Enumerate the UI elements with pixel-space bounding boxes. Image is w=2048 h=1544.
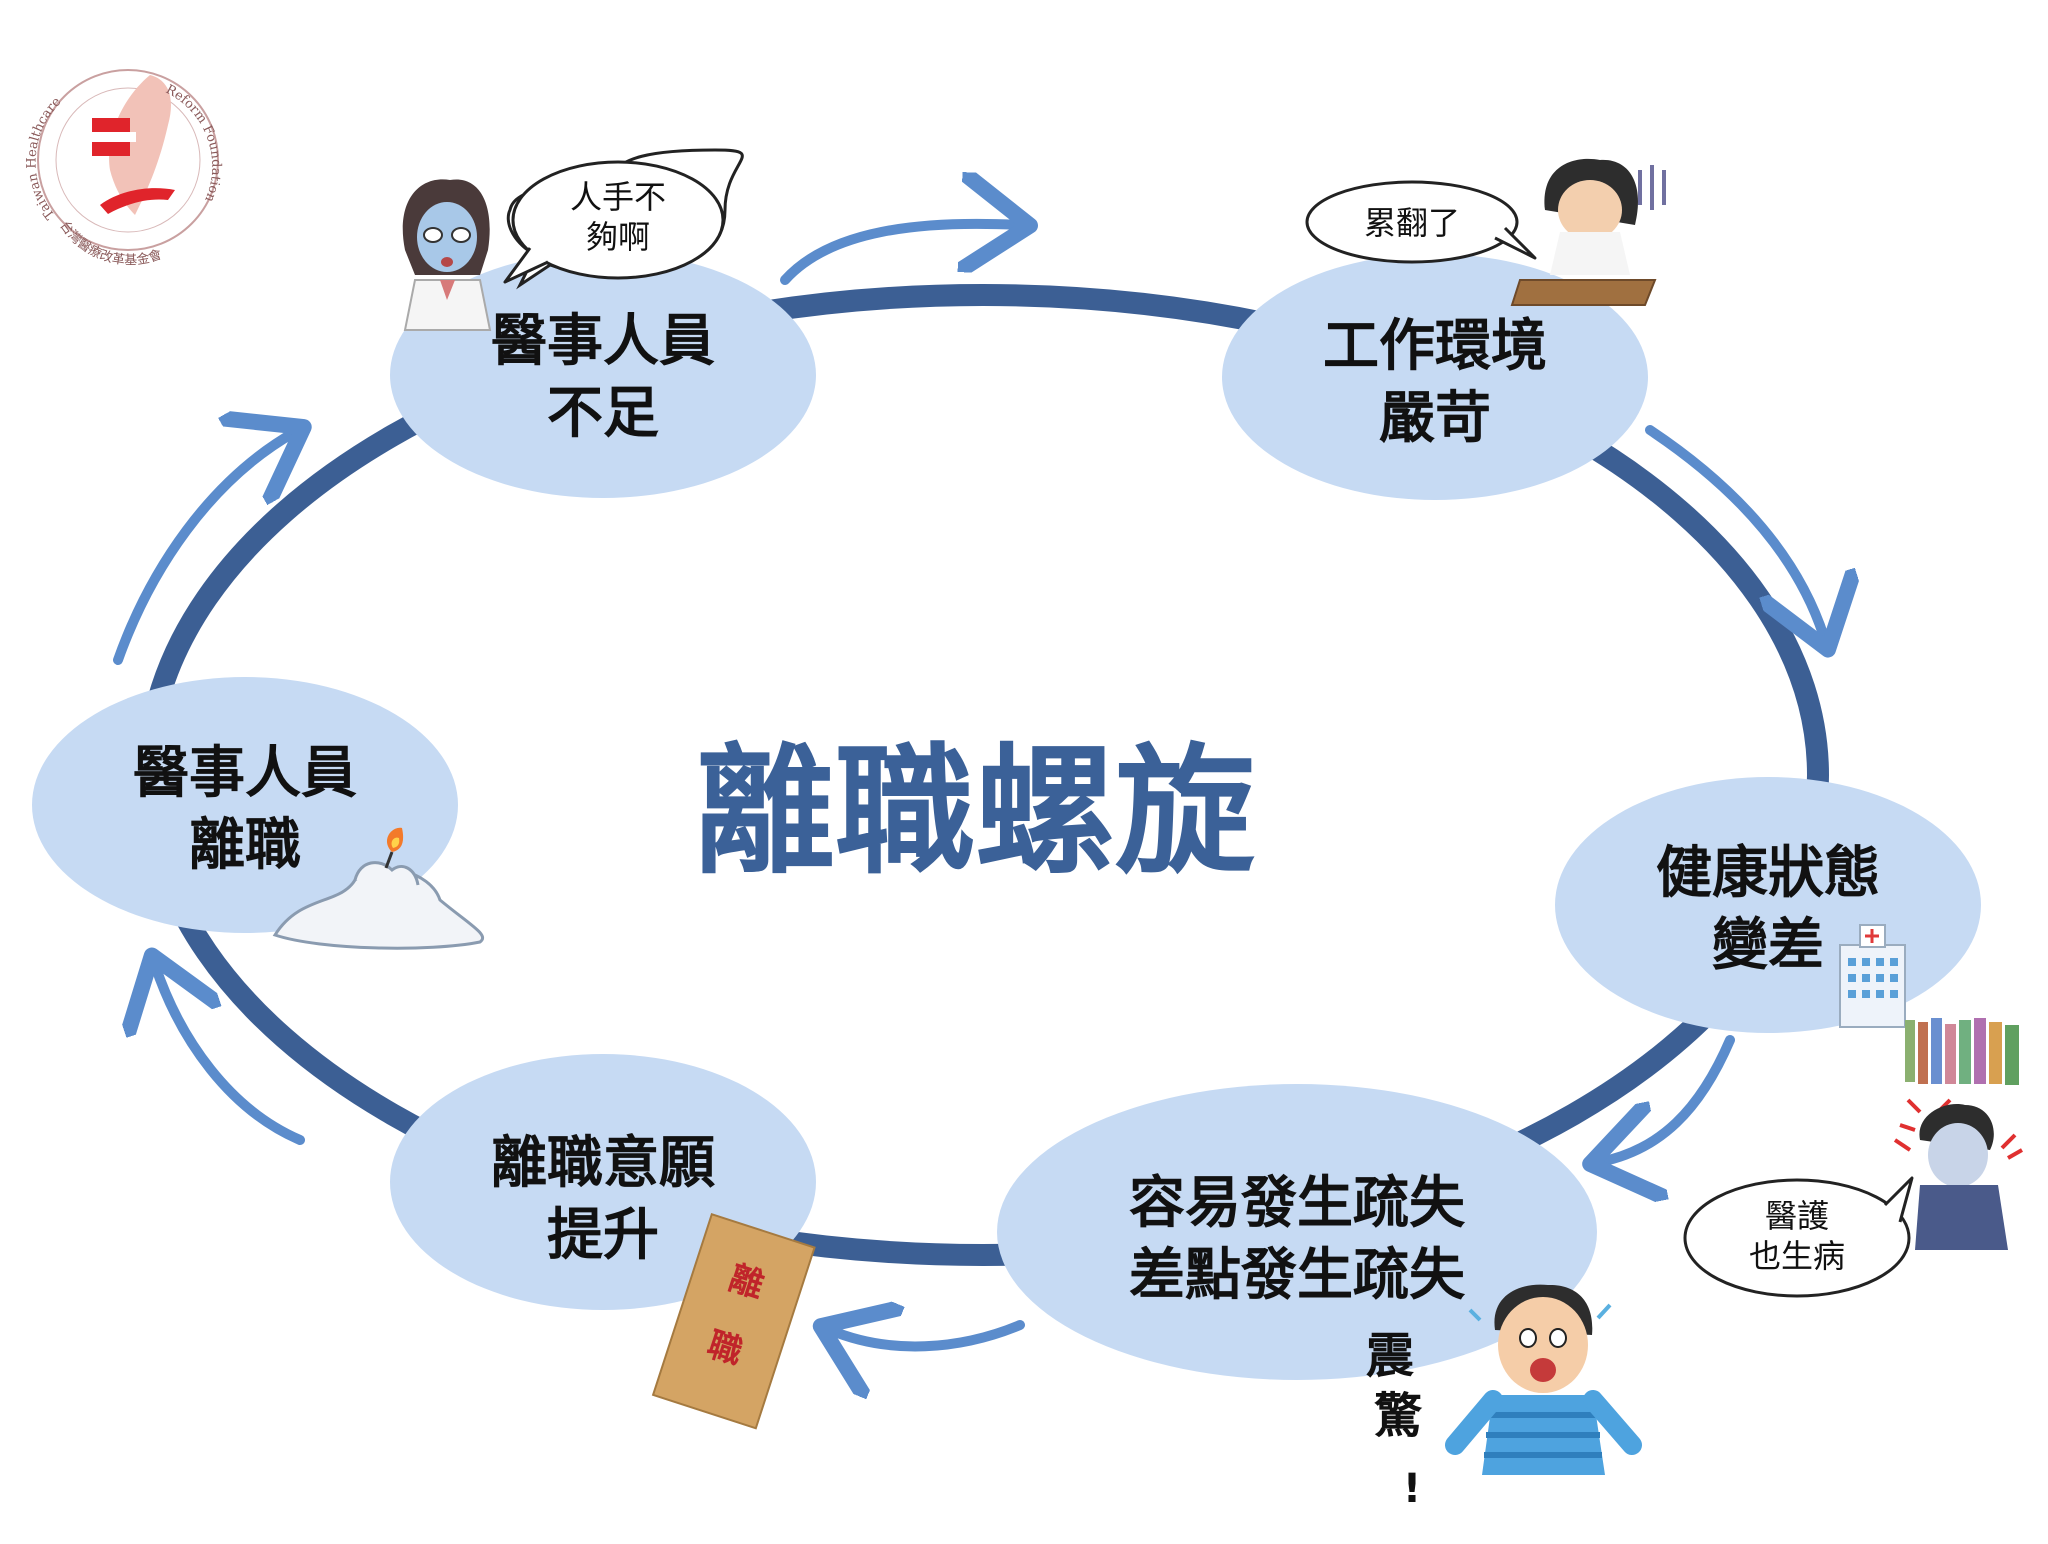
- speech-bubble-staff-shortage: 人手不 夠啊: [503, 148, 744, 290]
- nurse-illustration: [402, 179, 492, 331]
- arrow-5: [155, 965, 305, 1145]
- bubble-harsh-environment-text: 累翻了: [1364, 204, 1460, 242]
- node-staff-leave-line1: 醫事人員: [133, 741, 357, 806]
- center-title: 離職螺旋: [695, 731, 1255, 894]
- node-ellipse-staff-shortage: [390, 252, 816, 498]
- shocked-man-illustration: 震 驚 !: [1366, 1284, 1642, 1512]
- resignation-letter-illustration: 離 職: [651, 1212, 816, 1430]
- tired-worker-illustration: [1510, 158, 1666, 306]
- node-errors-line2: 差點發生疏失: [1129, 1243, 1466, 1308]
- node-staff-shortage-line1: 醫事人員: [491, 309, 715, 374]
- node-errors-line1: 容易發生疏失: [1129, 1171, 1466, 1236]
- node-intent-to-leave-line1: 離職意願: [491, 1131, 715, 1196]
- speech-bubble-health-decline: 醫護 也生病: [1683, 1176, 1914, 1298]
- bubble-staff-shortage-line2: 夠啊: [586, 218, 650, 256]
- node-ellipse-staff-leave: [32, 677, 458, 933]
- node-health-decline-line2: 變差: [1712, 913, 1824, 978]
- hospital-queue-illustration: [1839, 924, 2019, 1137]
- shock-text-3: !: [1403, 1466, 1421, 1512]
- arrow-1: [780, 224, 1020, 285]
- node-health-decline-line1: 健康狀態: [1656, 841, 1880, 906]
- speech-bubble-harsh-environment: 累翻了: [1305, 180, 1537, 264]
- node-harsh-environment-line2: 嚴苛: [1379, 386, 1491, 451]
- node-ellipse-errors: [997, 1084, 1597, 1380]
- sick-doctor-illustration: [1893, 1104, 2023, 1250]
- node-harsh-environment-line1: 工作環境: [1323, 314, 1547, 379]
- arrow-3: [1600, 1035, 1735, 1162]
- node-staff-leave-line2: 離職: [189, 813, 301, 878]
- bubble-health-decline-line1: 醫護: [1765, 1197, 1829, 1235]
- bubble-staff-shortage-line1: 人手不: [570, 178, 666, 216]
- shock-text-2: 驚: [1374, 1388, 1423, 1444]
- arrow-4: [830, 1325, 1025, 1346]
- node-ellipse-harsh-environment: [1222, 254, 1648, 500]
- node-staff-shortage-line2: 不足: [547, 381, 659, 446]
- arrow-6: [113, 432, 295, 665]
- melted-candle-illustration: [272, 827, 484, 950]
- cycle-arrows: [113, 224, 1825, 1347]
- foundation-logo: Taiwan Healthcare Reform Foundation 台灣醫療…: [24, 69, 223, 268]
- bubble-health-decline-line2: 也生病: [1749, 1237, 1845, 1275]
- shock-text-1: 震: [1366, 1328, 1414, 1384]
- node-intent-to-leave-line2: 提升: [547, 1203, 659, 1268]
- arrow-2: [1645, 425, 1825, 640]
